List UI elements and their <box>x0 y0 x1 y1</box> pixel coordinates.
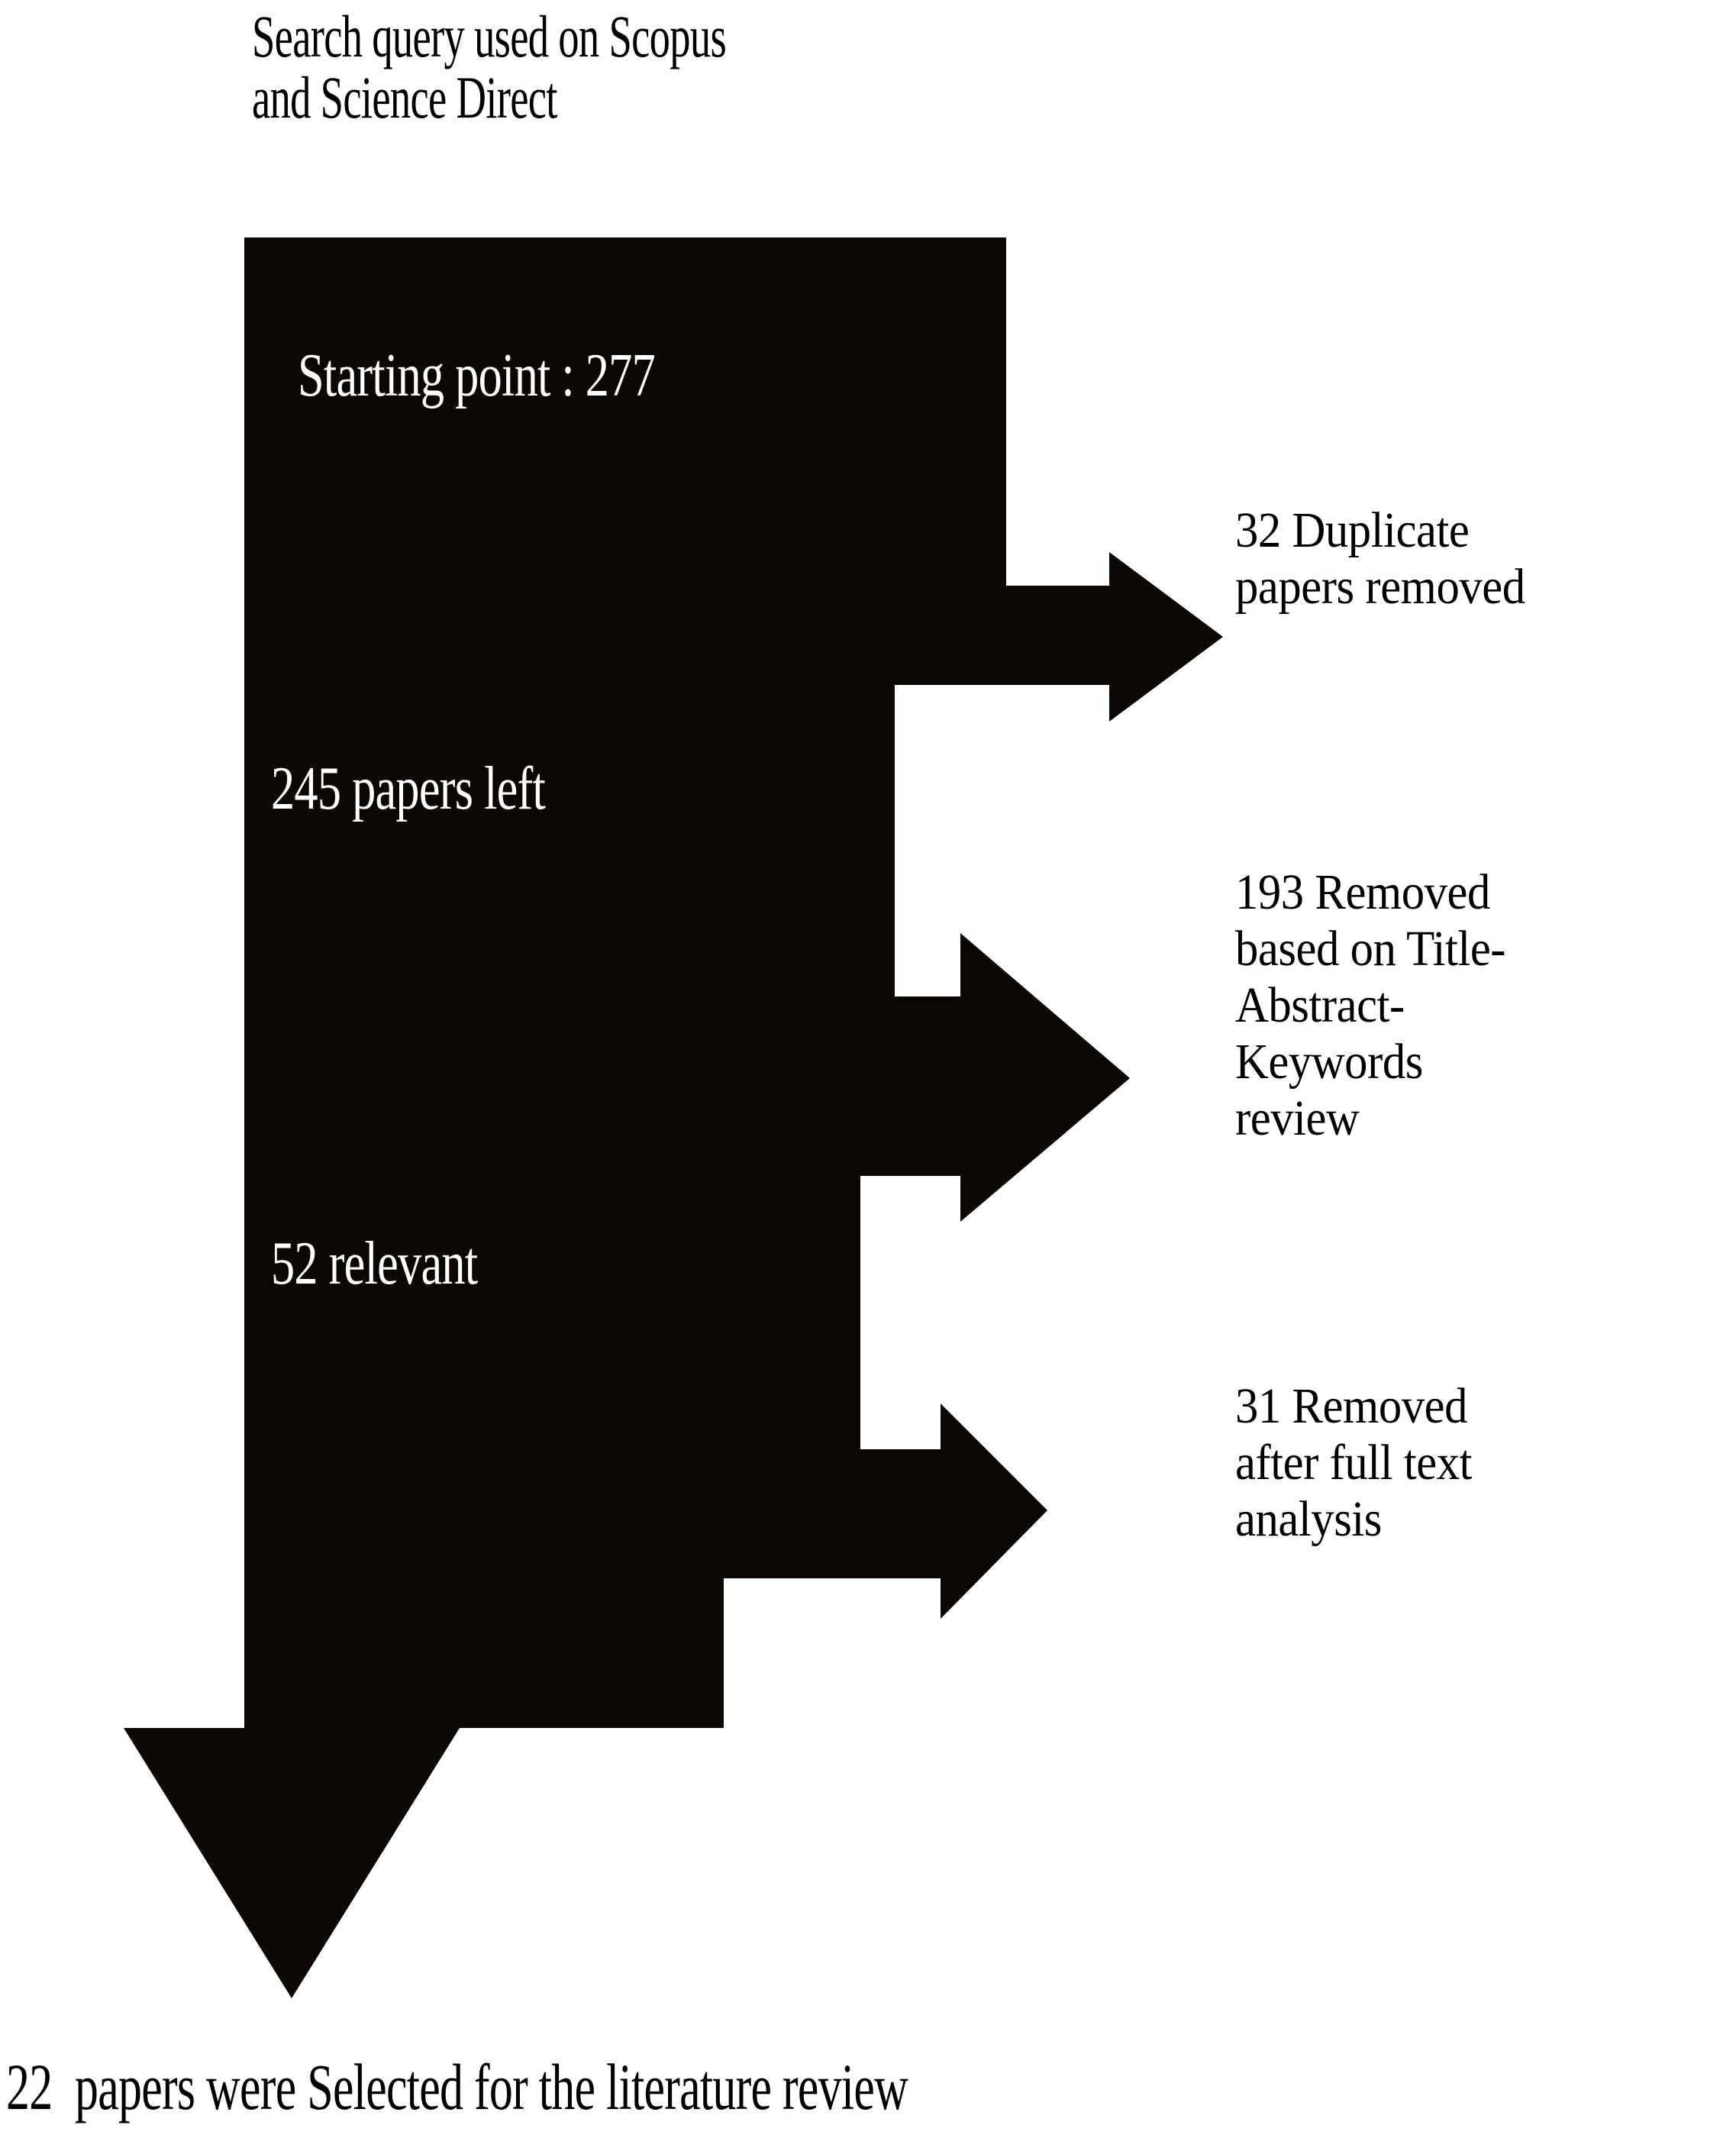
branch-arrow-duplicates <box>895 552 1223 722</box>
final-selection-caption: 22 papers were Selected for the literatu… <box>6 2050 908 2124</box>
node-label-relevant: 52 relevant <box>271 1230 478 1297</box>
exclusion-label-title-abstract-keywords: 193 Removed based on Title- Abstract- Ke… <box>1235 864 1506 1146</box>
node-label-papers-left: 245 papers left <box>271 755 546 822</box>
exclusion-label-duplicates: 32 Duplicate papers removed <box>1235 502 1525 615</box>
branch-arrow-title-abstract-keywords <box>860 933 1130 1222</box>
branch-arrow-full-text <box>724 1403 1047 1619</box>
node-label-starting-point: Starting point : 277 <box>298 342 656 409</box>
exclusion-label-full-text: 31 Removed after full text analysis <box>1235 1378 1473 1547</box>
main-trunk-arrow <box>124 237 1006 1998</box>
page-title: Search query used on Scopus and Science … <box>252 3 727 131</box>
